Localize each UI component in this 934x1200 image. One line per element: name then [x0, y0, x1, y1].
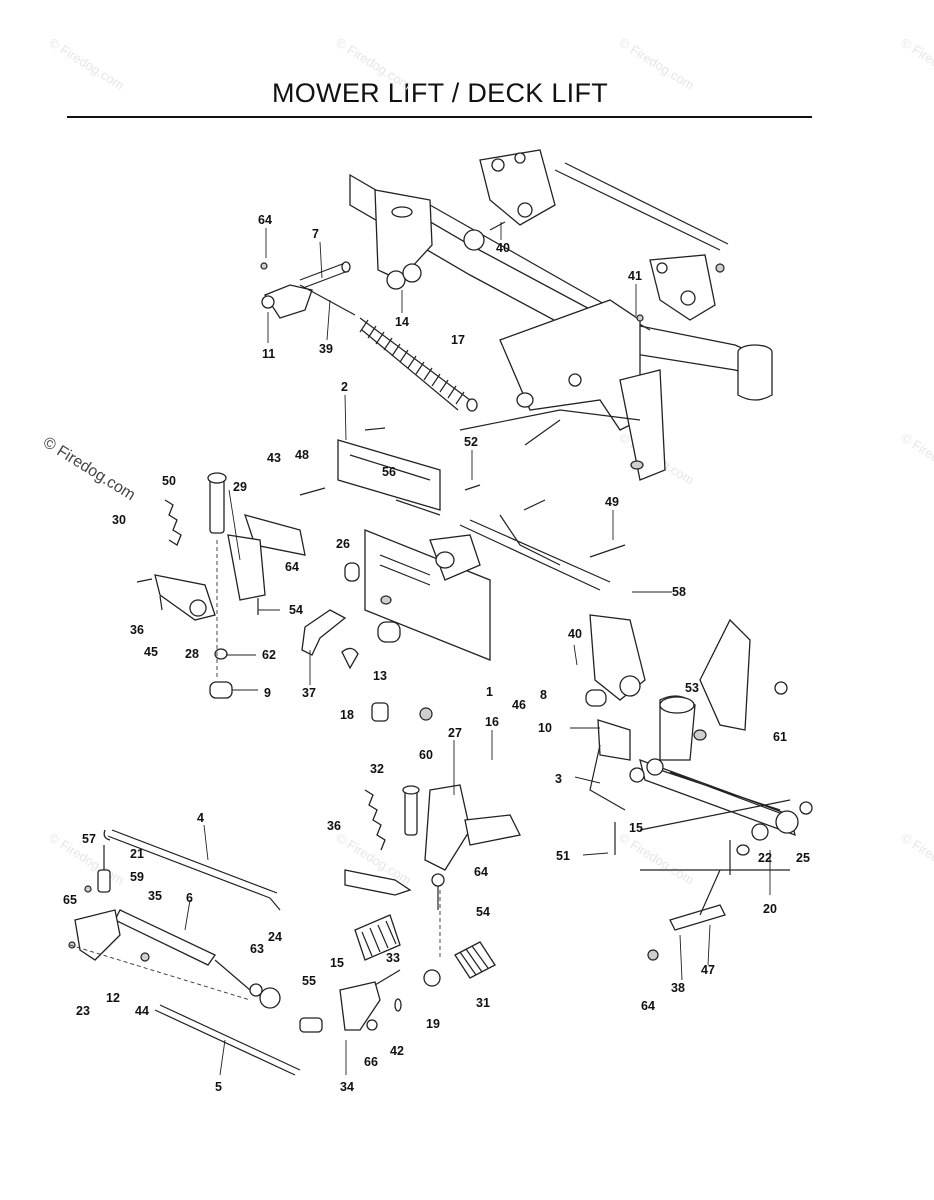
pedal-rubber-31 — [454, 941, 496, 979]
part-label: 2 — [341, 380, 348, 394]
watermark-text: © Firedog.com — [333, 35, 413, 93]
part-label: 6 — [186, 891, 193, 905]
part-label: 7 — [312, 227, 319, 241]
part-label: 9 — [264, 686, 271, 700]
watermark-text: © Firedog.com — [46, 35, 126, 93]
part-label: 10 — [538, 721, 552, 735]
part-label: 17 — [451, 333, 465, 347]
part-label: 1 — [486, 685, 493, 699]
part-label: 19 — [426, 1017, 440, 1031]
part-label: 31 — [476, 996, 490, 1010]
part-label: 15 — [330, 956, 344, 970]
part-label: 18 — [340, 708, 354, 722]
part-label: 46 — [512, 698, 526, 712]
left-linkage-parts — [136, 472, 306, 699]
part-label: 20 — [763, 902, 777, 916]
part-label: 33 — [386, 951, 400, 965]
watermark-text: © Firedog.com — [898, 830, 934, 888]
part-label: 14 — [395, 315, 409, 329]
part-label: 5 — [215, 1080, 222, 1094]
part-label: 15 — [629, 821, 643, 835]
part-label: 32 — [370, 762, 384, 776]
part-label: 16 — [485, 715, 499, 729]
part-label: 44 — [135, 1004, 149, 1018]
part-label: 3 — [555, 772, 562, 786]
part-label: 11 — [262, 347, 275, 361]
part-label: 42 — [390, 1044, 404, 1058]
part-label: 59 — [130, 870, 144, 884]
part-label: 51 — [556, 849, 570, 863]
watermark-text: © Firedog.com — [616, 830, 696, 888]
part-label: 38 — [671, 981, 685, 995]
extension-spring — [359, 317, 478, 412]
part-label: 22 — [758, 851, 772, 865]
part-label: 40 — [568, 627, 582, 641]
part-label: 26 — [336, 537, 350, 551]
part-label: 64 — [474, 865, 488, 879]
part-label: 66 — [364, 1055, 378, 1069]
part-label: 62 — [262, 648, 276, 662]
part-label: 47 — [701, 963, 715, 977]
pedal-linkage — [299, 784, 521, 1033]
part-label: 65 — [63, 893, 77, 907]
part-number-labels: 64 7 40 41 14 11 39 17 2 52 43 48 56 50 … — [63, 213, 810, 1094]
part-label: 54 — [476, 905, 490, 919]
part-label: 43 — [267, 451, 281, 465]
part-label: 40 — [496, 241, 510, 255]
page-title: MOWER LIFT / DECK LIFT — [271, 78, 609, 108]
title-underline — [67, 116, 812, 118]
part-label: 56 — [382, 465, 396, 479]
part-label: 8 — [540, 688, 547, 702]
part-label: 25 — [796, 851, 810, 865]
part-label: 35 — [148, 889, 162, 903]
part-label: 45 — [144, 645, 158, 659]
part-label: 12 — [106, 991, 120, 1005]
part-label: 49 — [605, 495, 619, 509]
part-label: 37 — [302, 686, 316, 700]
right-lift-arm — [585, 614, 813, 961]
part-label: 21 — [130, 847, 144, 861]
part-label: 29 — [233, 480, 247, 494]
upper-lift-brackets — [479, 149, 729, 322]
frame-assembly — [349, 173, 773, 481]
part-label: 30 — [112, 513, 126, 527]
part-label: 41 — [628, 269, 642, 283]
part-label: 57 — [82, 832, 96, 846]
part-label: 55 — [302, 974, 316, 988]
pedal-rubber-33 — [354, 914, 401, 961]
lower-rods — [68, 829, 301, 1076]
part-label: 60 — [419, 748, 433, 762]
part-label: 4 — [197, 811, 204, 825]
part-label: 39 — [319, 342, 333, 356]
watermark-text-dark: © Firedog.com — [40, 434, 138, 504]
part-label: 50 — [162, 474, 176, 488]
part-label: 34 — [340, 1080, 354, 1094]
part-label: 24 — [268, 930, 282, 944]
part-label: 53 — [685, 681, 699, 695]
leader-lines — [184, 222, 790, 1076]
part-label: 28 — [185, 647, 199, 661]
watermark-text: © Firedog.com — [616, 35, 696, 93]
part-label: 64 — [641, 999, 655, 1013]
part-label: 54 — [289, 603, 303, 617]
part-label: 63 — [250, 942, 264, 956]
part-label: 61 — [773, 730, 787, 744]
part-label: 13 — [373, 669, 387, 683]
watermark-text: © Firedog.com — [898, 35, 934, 93]
part-label: 52 — [464, 435, 478, 449]
lift-spring-assembly — [260, 261, 478, 412]
pedal-bracket-assembly — [299, 427, 626, 722]
part-label: 64 — [285, 560, 299, 574]
watermark-text: © Firedog.com — [898, 430, 934, 488]
part-label: 64 — [258, 213, 272, 227]
part-label: 36 — [327, 819, 341, 833]
part-label: 27 — [448, 726, 462, 740]
part-label: 36 — [130, 623, 144, 637]
part-label: 48 — [295, 448, 309, 462]
part-label: 58 — [672, 585, 686, 599]
part-label: 23 — [76, 1004, 90, 1018]
